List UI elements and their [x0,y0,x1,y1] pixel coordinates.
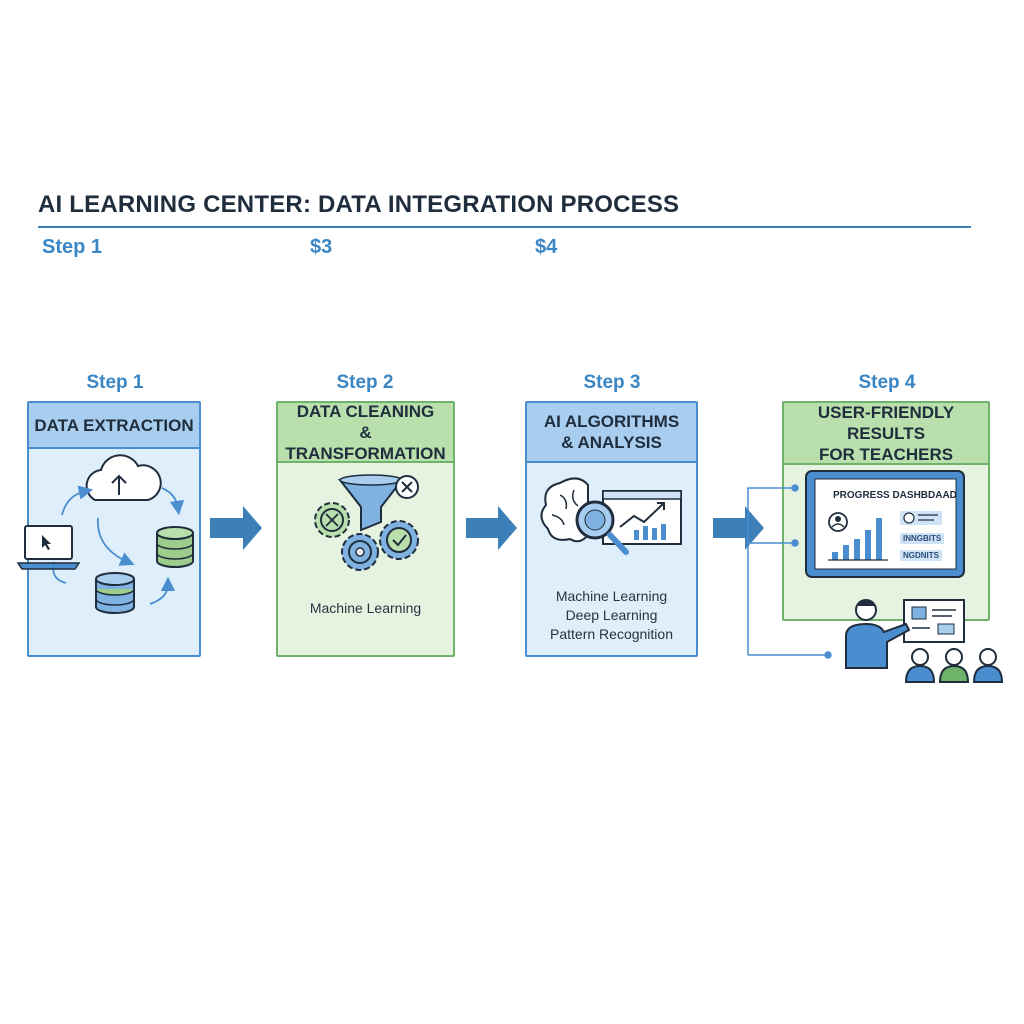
step-3-label: Step 3 [583,372,641,393]
dashboard-tag-1: INNGBITS [900,533,945,544]
step-1-title: DATA EXTRACTION [34,415,194,435]
top-label-1: Step 1 [42,236,103,258]
page-title: AI LEARNING CENTER: DATA INTEGRATION PRO… [38,191,680,218]
step-2-title-line-2: & TRANSFORMATION [285,422,446,463]
top-label-3: $4 [535,236,558,258]
arrow-step-1-to-2 [210,506,262,550]
step-4-title-line-2: FOR TEACHERS [818,444,954,464]
arrow-step-3-to-4 [713,506,764,550]
connector-lines [747,484,832,659]
dashboard-tag-2: NGDNITS [900,550,942,561]
step-3-title-line-2: & ANALYSIS [561,433,662,452]
step-1-header: DATA EXTRACTION [29,403,199,449]
teacher-icon [845,599,911,669]
cloud-upload-icon [85,454,162,501]
tablet-dashboard-icon [805,470,965,578]
filter-funnel-icon [337,474,405,532]
step-4-title-line-1: USER-FRIENDLY RESULTS [817,402,955,443]
step-4-header: USER-FRIENDLY RESULTS FOR TEACHERS [784,403,988,465]
arrow-step-2-to-3 [466,506,517,550]
step-1-label: Step 1 [86,372,144,393]
step-2-header: DATA CLEANING & TRANSFORMATION [278,401,453,463]
presentation-board-icon [903,599,965,643]
step-4-label: Step 4 [858,372,916,393]
title-divider [38,226,971,228]
magnifier-icon [575,500,629,555]
step-3-title-line-1: AI ALGORITHMS [543,412,680,431]
dashboard-title: PROGRESS DASHBDAAD [833,490,957,501]
step-3-caption-1: Machine Learning [555,588,668,604]
top-label-2: $3 [310,236,333,258]
gear-wrench-icon [314,502,350,538]
step-2-caption-1: Machine Learning [309,600,422,616]
database-blue-icon [95,572,135,614]
step-2-label: Step 2 [336,372,394,393]
step-3-caption-3: Pattern Recognition [550,626,673,642]
laptop-icon [16,525,81,570]
gear-check-icon [379,520,419,560]
database-green-icon [156,526,194,568]
gear-large-icon [341,533,379,571]
step-2-title-line-1: DATA CLEANING [296,401,435,421]
step-3-caption-2: Deep Learning [565,607,658,623]
students-icon [904,648,1004,683]
close-circle-icon [395,475,419,499]
step-2-card: DATA CLEANING & TRANSFORMATION Machine L… [276,401,455,657]
step-3-header: AI ALGORITHMS & ANALYSIS [527,403,696,463]
